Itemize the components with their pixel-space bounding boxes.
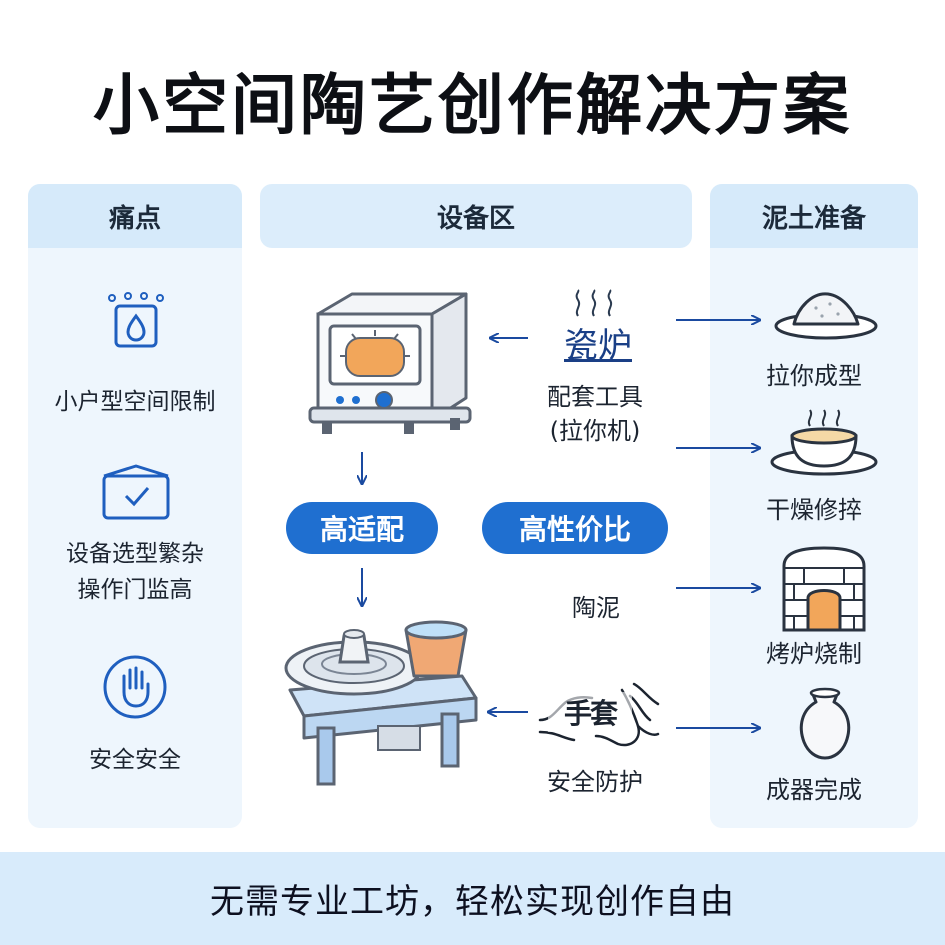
clay-mound-icon (774, 292, 878, 340)
electric-kiln-icon (308, 292, 472, 434)
safety-label: 安全防护 (547, 768, 643, 796)
brick-kiln-icon (782, 546, 866, 632)
pain-points-header: 痛点 (28, 184, 242, 248)
cost-effective-badge: 高性价比 (482, 502, 668, 554)
clay-prep-header: 泥土准备 (710, 184, 918, 248)
clay-step-label: 干燥修捽 (766, 496, 862, 524)
clay-prep-panel: 泥土准备 (710, 184, 918, 828)
clay-label: 陶泥 (572, 594, 620, 622)
envelope-check-icon (102, 464, 170, 520)
clay-step-label: 拉你成型 (766, 362, 862, 390)
pain-item-line: 设备选型繁杂 (66, 541, 204, 567)
vase-icon (799, 687, 851, 760)
pain-item-label: 设备选型繁杂 操作门监高 (28, 536, 242, 608)
tools-label: 配套工具 (拉你机) (520, 380, 670, 448)
kiln-label: 瓷炉 (564, 326, 632, 366)
clay-step-label: 烤炉烧制 (766, 640, 862, 668)
tools-line: (拉你机) (549, 417, 641, 445)
pain-item-label: 小户型空间限制 (54, 389, 216, 415)
pain-item-label: 安全安全 (89, 747, 181, 773)
steam-icon (575, 289, 613, 317)
steaming-bowl-icon (770, 409, 878, 476)
gloves-text: 手套 (548, 692, 632, 732)
pain-points-panel: 痛点 小户型空间限制 设备选型繁杂 操作门监高 安全安全 (28, 184, 242, 828)
footer-banner: 无需专业工坊，轻松实现创作自由 (0, 852, 945, 945)
tools-line: 配套工具 (547, 383, 643, 411)
hand-stop-icon (103, 655, 167, 719)
equipment-header: 设备区 (260, 184, 692, 248)
pottery-wheel-icon (284, 620, 478, 786)
high-compatibility-badge: 高适配 (286, 502, 438, 554)
water-drop-box-icon (108, 292, 164, 348)
page-title: 小空间陶艺创作解决方案 (93, 67, 852, 144)
clay-step-label: 成器完成 (766, 776, 862, 804)
pain-item-line: 操作门监高 (77, 577, 193, 603)
